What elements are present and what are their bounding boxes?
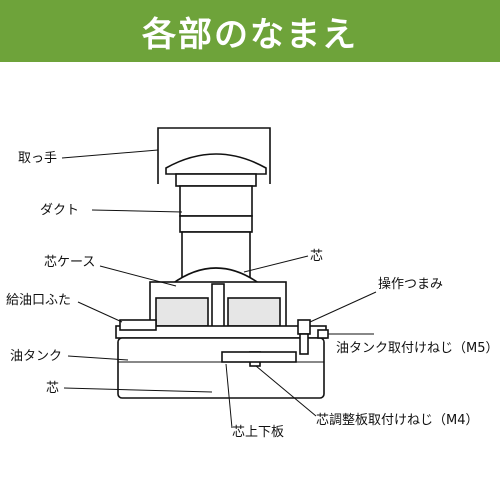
wick-pad-left (155, 297, 209, 327)
leader-plate-screw (255, 365, 317, 417)
leader-wick-top (243, 255, 309, 273)
knob-stem (299, 333, 309, 355)
leader-duct (91, 209, 183, 213)
label-wick-plate-screw: 芯調整板取付けねじ（M4） (316, 413, 479, 428)
stove-parts-diagram: 取っ手 ダクト 芯 芯ケース 操作つまみ 給油口ふた 油タンク取付けねじ（M5）… (6, 127, 499, 440)
screw-m5-shape (317, 329, 329, 339)
wick-pad-right (227, 297, 281, 327)
label-handle: 取っ手 (18, 151, 57, 166)
leader-lift-plate (225, 363, 233, 429)
label-wick-top: 芯 (310, 249, 323, 264)
fuel-cap-shape (119, 319, 157, 331)
label-fuel-cap: 給油口ふた (6, 293, 71, 308)
leader-fuel-cap (77, 301, 123, 323)
handle-wire (157, 127, 271, 184)
label-wick: 芯 (46, 381, 59, 396)
tank-body (117, 337, 325, 399)
label-tank-screw: 油タンク取付けねじ（M5） (336, 341, 499, 356)
leader-wick (63, 387, 213, 393)
label-wick-lift-plate: 芯上下板 (232, 425, 284, 440)
cap-base (175, 173, 257, 187)
leader-handle (61, 149, 159, 159)
label-duct: ダクト (40, 203, 79, 218)
page-title: 各部のなまえ (142, 14, 358, 55)
label-operation-knob: 操作つまみ (378, 276, 443, 292)
label-oil-tank: 油タンク (10, 349, 62, 364)
leader-wick-case (99, 265, 177, 287)
label-wick-case: 芯ケース (44, 255, 95, 270)
duct-body (179, 185, 253, 217)
lift-plate-shape (221, 351, 297, 363)
leader-oil-tank (67, 355, 129, 361)
leader-knob (309, 291, 377, 323)
knob-shape (297, 319, 311, 335)
page-header: 各部のなまえ (0, 0, 500, 62)
top-cap (165, 153, 267, 175)
duct-lower (179, 215, 253, 233)
